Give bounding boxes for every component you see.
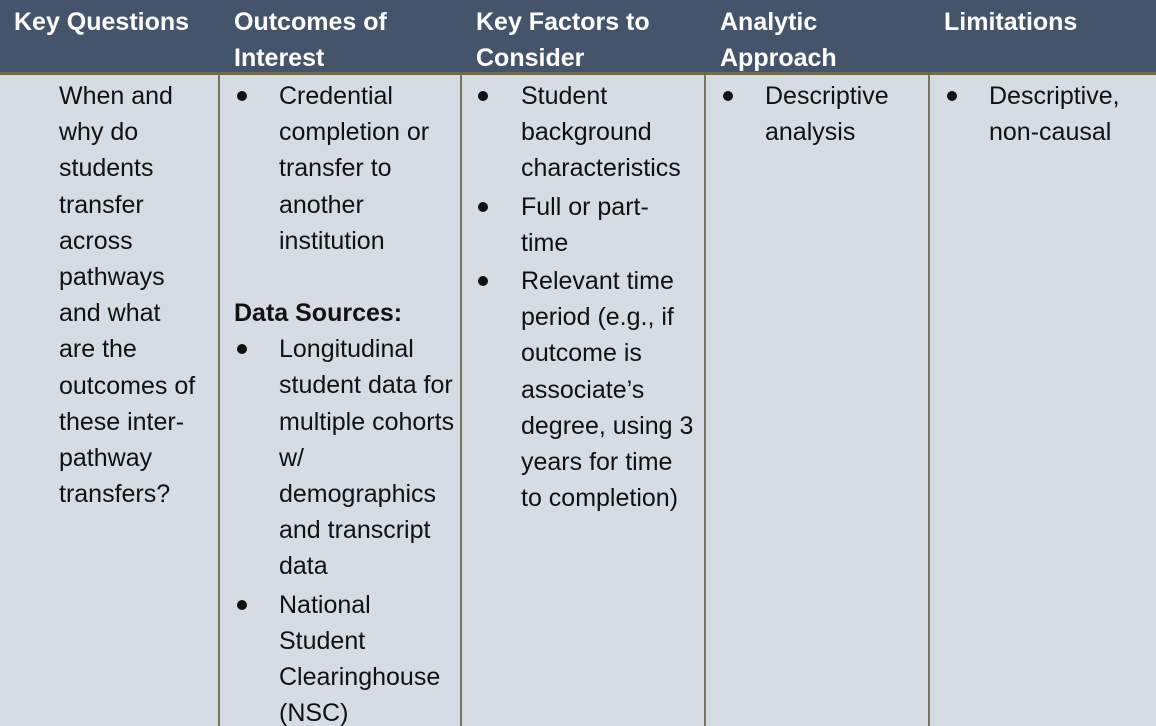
column-divider [218, 75, 220, 726]
key-questions-list: When and why do students transfer across… [0, 78, 218, 512]
list-item: National Student Clearinghouse (NSC) [234, 587, 455, 726]
header-limitations-text: Limitations [944, 8, 1078, 36]
column-divider [704, 75, 706, 726]
header-outcomes-line2: Interest [234, 44, 325, 72]
list-item: Student background characteristics [476, 78, 699, 187]
outcomes-list: Credential completion or transfer to ano… [234, 78, 456, 259]
list-item-text: National Student Clearinghouse (NSC) [279, 590, 441, 726]
data-sources-label: Data Sources: [234, 299, 403, 328]
list-item-text: Full or part-time [521, 192, 649, 257]
cell-limitations: Descriptive, non-causal [944, 78, 1154, 150]
header-key-questions: Key Questions [14, 4, 189, 40]
bullet-icon [478, 201, 488, 212]
limitations-list: Descriptive, non-causal [944, 78, 1154, 150]
bullet-icon [478, 91, 488, 101]
list-item-text: Credential completion or transfer to ano… [279, 82, 430, 255]
column-divider [928, 75, 930, 726]
column-divider [460, 75, 462, 726]
list-item-text: Relevant time period (e.g., if outcome i… [521, 267, 694, 513]
cell-analytic-approach: Descriptive analysis [720, 78, 924, 150]
cell-key-factors: Student background characteristics Full … [476, 78, 700, 516]
bullet-icon [237, 344, 247, 355]
list-item: Full or part-time [476, 189, 671, 261]
bullet-icon [723, 91, 733, 101]
header-limitations: Limitations [944, 4, 1077, 40]
list-item: Relevant time period (e.g., if outcome i… [476, 263, 699, 516]
analytic-approach-list: Descriptive analysis [720, 78, 924, 150]
list-item-text: Descriptive analysis [765, 82, 889, 147]
list-item: Descriptive analysis [720, 78, 915, 150]
header-key-factors-line2: Consider [476, 44, 585, 72]
list-item-text: Longitudinal student data for multiple c… [279, 335, 455, 581]
data-sources-list: Longitudinal student data for multiple c… [234, 331, 456, 726]
header-analytic-approach: Analytic Approach [720, 4, 837, 76]
list-item: Credential completion or transfer to ano… [234, 78, 455, 259]
list-item-text: Descriptive, non-causal [989, 82, 1120, 147]
cell-key-questions: When and why do students transfer across… [0, 78, 218, 512]
header-key-factors-line1: Key Factors to [476, 8, 650, 36]
table-header: Key Questions Outcomes of Interest Key F… [0, 0, 1156, 75]
key-factors-list: Student background characteristics Full … [476, 78, 700, 516]
cell-outcomes-of-interest: Credential completion or transfer to ano… [234, 78, 456, 726]
header-key-questions-text: Key Questions [14, 8, 190, 36]
bullet-icon [478, 276, 488, 287]
list-item-text: When and why do students transfer across… [59, 82, 196, 509]
header-outcomes-of-interest: Outcomes of Interest [234, 4, 387, 76]
bullet-icon [237, 91, 247, 101]
list-item: Descriptive, non-causal [944, 78, 1139, 150]
bullet-icon [947, 91, 957, 101]
header-analytic-line1: Analytic [720, 8, 818, 36]
header-outcomes-line1: Outcomes of [234, 8, 387, 36]
header-key-factors: Key Factors to Consider [476, 4, 650, 76]
list-item: Longitudinal student data for multiple c… [234, 331, 455, 584]
list-item: When and why do students transfer across… [0, 78, 199, 512]
list-item-text: Student background characteristics [521, 82, 681, 183]
bullet-icon [237, 599, 247, 610]
header-analytic-line2: Approach [720, 44, 837, 72]
